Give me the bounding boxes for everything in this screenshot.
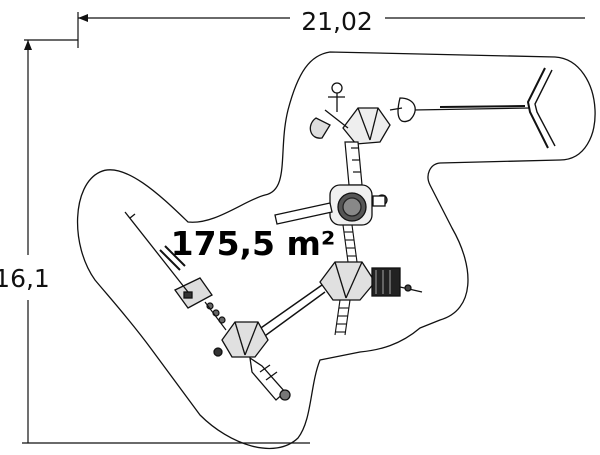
slide-rib (259, 364, 271, 373)
rope-line-upper (257, 284, 323, 331)
lower-left-tower (213, 321, 291, 401)
width-dimension-label: 21,02 (301, 7, 373, 36)
ladder-rail-right (351, 224, 358, 263)
ladder-lower (334, 299, 351, 336)
top-figure-slide (309, 117, 331, 139)
middle-tower (274, 184, 388, 226)
top-figure-head (331, 82, 343, 94)
height-arrow-top (24, 40, 32, 50)
roof-ridge-1 (357, 107, 371, 141)
swing-box (174, 277, 213, 309)
roof-ridge (345, 261, 363, 299)
chain-link (204, 301, 227, 331)
ladder-middle (342, 224, 358, 263)
rope-bridge (257, 284, 326, 339)
chain-line (204, 301, 227, 331)
top-right-equipment (397, 67, 556, 149)
roof-ridge (244, 321, 259, 356)
ladder-rail-left (334, 299, 341, 336)
height-dimension-label: 16,1 (0, 264, 50, 293)
climbing-wall (371, 267, 401, 297)
roof-connector (389, 107, 403, 111)
roof-ridge-2 (369, 107, 379, 141)
roof-ridge (334, 261, 347, 299)
lower-right-tower (319, 261, 423, 301)
safety-area-outline (76, 51, 596, 450)
lower-left-tower-roof (221, 321, 269, 358)
slide-rib (265, 371, 278, 381)
top-tower (309, 82, 403, 145)
top-figure-arm (324, 109, 349, 129)
tower-knob (213, 347, 223, 357)
slide-end-cap (279, 389, 291, 401)
width-dimension (77, 12, 585, 48)
cable-line-upper (439, 105, 526, 108)
net-disc-inner (342, 197, 362, 217)
half-disc-seat (397, 97, 416, 123)
side-panel (372, 195, 386, 207)
left-equipment (124, 211, 213, 309)
pole-segment (159, 249, 181, 271)
end-post-frame (526, 67, 549, 149)
pole-tick (129, 213, 136, 219)
connecting-tube (344, 141, 363, 186)
end-post-frame-inner (534, 69, 556, 147)
long-pole (124, 211, 189, 293)
top-tower-roof (342, 107, 391, 145)
ladder-rail-right (344, 299, 351, 336)
top-figure-body (328, 93, 345, 112)
pole-segment (164, 245, 186, 267)
area-label: 175,5 m² (171, 224, 336, 263)
cable-line (412, 107, 531, 111)
rope-line-lower (261, 291, 326, 339)
middle-slide (274, 202, 333, 225)
roof-ridge (234, 321, 246, 356)
height-dimension (22, 39, 310, 444)
swing-box-detail (183, 291, 193, 299)
rail-bolt (404, 284, 412, 292)
width-arrow-left (78, 14, 88, 22)
